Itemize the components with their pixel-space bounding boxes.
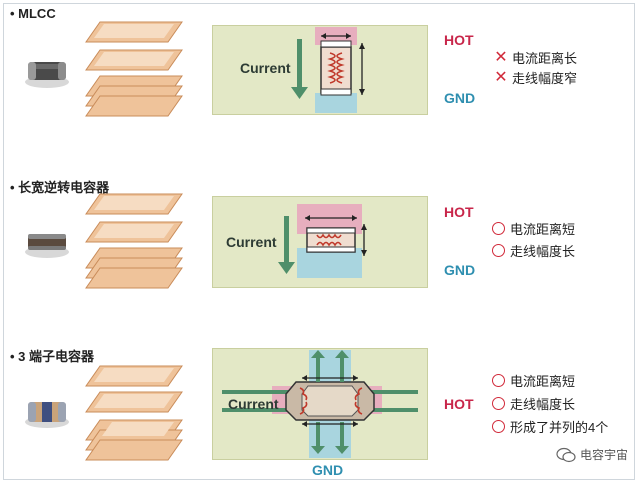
watermark-text: 电容宇宙 <box>579 448 628 462</box>
gnd-label: GND <box>312 462 344 478</box>
feature-text: 走线幅度窄 <box>512 70 578 86</box>
gnd-label: GND <box>444 90 476 106</box>
feature-text: 电流距离短 <box>510 373 576 389</box>
feature-item: 电流距离短 <box>492 219 575 237</box>
hot-label: HOT <box>444 396 474 412</box>
current-label: Current <box>228 396 279 412</box>
lw-reverse-chip-photo <box>25 234 69 258</box>
feature-text: 形成了并列的4个 <box>510 419 609 435</box>
feature-text: 走线幅度长 <box>510 396 576 412</box>
section-title-mlcc: • MLCC <box>10 6 56 21</box>
feature-item: 电流距离短 <box>492 371 575 389</box>
section-title-lw-reverse: • 长宽逆转电容器 <box>10 180 110 195</box>
3-terminal-current-diagram <box>212 348 428 460</box>
mlcc-chip-photo <box>25 62 69 88</box>
feature-item: 走线幅度长 <box>492 241 575 259</box>
section-title-3-terminal: • 3 端子电容器 <box>10 349 95 364</box>
gnd-label: GND <box>444 262 476 278</box>
feature-item: ✕ 电流距离长 <box>492 48 577 66</box>
wechat-icon <box>556 447 576 462</box>
cross-icon: ✕ <box>494 49 508 66</box>
watermark: 电容宇宙 <box>556 446 628 463</box>
current-label: Current <box>226 234 277 250</box>
feature-text: 电流距离短 <box>510 221 576 237</box>
feature-text: 电流距离长 <box>512 50 578 66</box>
mlcc-electrode-layers <box>85 21 183 117</box>
figure-frame <box>3 3 635 480</box>
feature-text: 走线幅度长 <box>510 243 576 259</box>
circle-icon <box>492 396 505 410</box>
cross-icon: ✕ <box>494 69 508 86</box>
3-terminal-chip-photo <box>25 402 69 428</box>
circle-icon <box>492 221 505 235</box>
lw-reverse-current-diagram <box>212 196 428 288</box>
hot-label: HOT <box>444 32 474 48</box>
feature-item: 走线幅度长 <box>492 394 575 412</box>
circle-icon <box>492 243 505 257</box>
feature-item: ✕ 走线幅度窄 <box>492 68 577 86</box>
mlcc-current-diagram <box>212 25 428 115</box>
circle-icon <box>492 373 505 387</box>
3-terminal-electrode-layers <box>85 365 183 461</box>
hot-label: HOT <box>444 204 474 220</box>
lw-reverse-electrode-layers <box>85 193 183 289</box>
feature-item: 形成了并列的4个 <box>492 417 608 435</box>
current-label: Current <box>240 60 291 76</box>
circle-icon <box>492 419 505 433</box>
